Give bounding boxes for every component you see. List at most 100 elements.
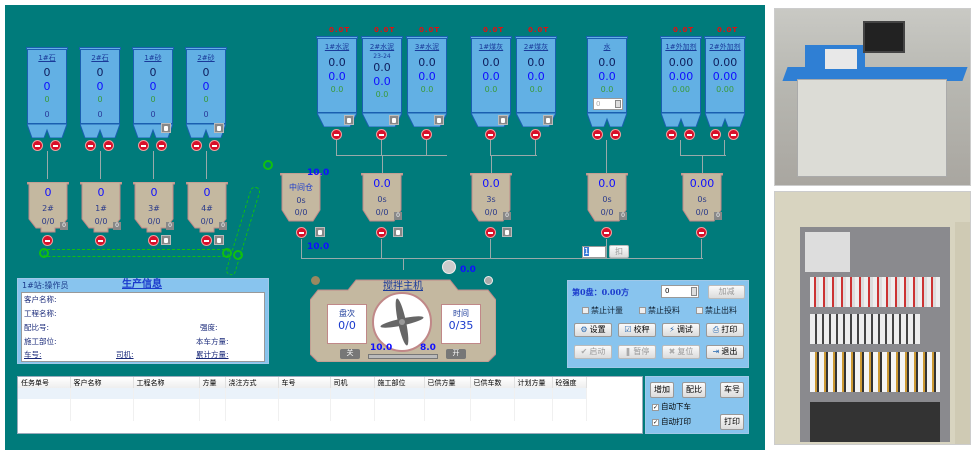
silo-name[interactable]: 3#水泥 [414, 43, 440, 51]
table-cell[interactable] [470, 399, 515, 410]
gate-icon[interactable] [161, 235, 171, 245]
table-cell[interactable] [424, 410, 471, 421]
info-driver[interactable]: 司机: [116, 350, 134, 359]
table-cell[interactable] [514, 410, 553, 421]
checkbox-2[interactable]: 禁止投料 [639, 306, 680, 316]
column-header[interactable]: 施工部位 [374, 377, 425, 388]
valve-icon[interactable] [696, 227, 707, 238]
table-cell[interactable] [225, 388, 279, 399]
table-cell[interactable] [374, 388, 425, 399]
silo-name[interactable]: 2#水泥 [369, 43, 395, 51]
spin-arrows-icon[interactable] [691, 287, 697, 296]
gate-icon[interactable] [161, 123, 171, 133]
mixer-close-button[interactable]: 关 [340, 349, 360, 359]
gate-icon[interactable] [344, 115, 354, 125]
valve-icon[interactable] [42, 235, 53, 246]
valve-icon[interactable] [209, 140, 220, 151]
valve-icon[interactable] [85, 140, 96, 151]
table-cell[interactable] [552, 388, 587, 399]
column-header[interactable]: 车号 [278, 377, 331, 388]
valve-icon[interactable] [201, 235, 212, 246]
column-header[interactable]: 已供方量 [424, 377, 471, 388]
table-row[interactable] [18, 410, 587, 421]
silo-name[interactable]: 2#砂 [197, 54, 215, 62]
table-cell[interactable] [70, 399, 134, 410]
mixer-title[interactable]: 搅拌主机 [383, 281, 423, 292]
truck-number-button[interactable]: 车号 [720, 382, 744, 398]
valve-icon[interactable] [148, 235, 159, 246]
table-cell[interactable] [514, 388, 553, 399]
valve-icon[interactable] [610, 129, 621, 140]
silo-name[interactable]: 1#石 [38, 54, 56, 62]
mix-ratio-button[interactable]: 配比 [682, 382, 706, 398]
add-sub-button[interactable]: 加减 [708, 285, 745, 299]
column-header[interactable]: 任务单号 [18, 377, 71, 388]
table-cell[interactable] [374, 399, 425, 410]
batch-spin-input[interactable]: 0 [661, 285, 699, 298]
print-button[interactable]: ⎙打印 [706, 323, 744, 337]
calibrate-button[interactable]: ☑校秤 [618, 323, 656, 337]
checkbox-box[interactable] [696, 307, 703, 314]
column-header[interactable]: 客户名称 [70, 377, 134, 388]
table-cell[interactable] [18, 388, 71, 399]
exit-button[interactable]: ⇥退出 [706, 345, 744, 359]
valve-icon[interactable] [156, 140, 167, 151]
silo-name[interactable]: 1#外加剂 [665, 43, 697, 51]
silo-name[interactable]: 2#石 [91, 54, 109, 62]
valve-icon[interactable] [485, 227, 496, 238]
valve-icon[interactable] [95, 235, 106, 246]
valve-icon[interactable] [592, 129, 603, 140]
x-button[interactable]: ✖复位 [662, 345, 700, 359]
check-button[interactable]: ✔启动 [574, 345, 612, 359]
table-cell[interactable] [330, 410, 375, 421]
table-cell[interactable] [133, 388, 200, 399]
gate-icon[interactable] [543, 115, 553, 125]
settings-button[interactable]: ⚙设置 [574, 323, 612, 337]
info-total[interactable]: 累计方量: [196, 350, 229, 359]
valve-icon[interactable] [376, 129, 387, 140]
debug-button[interactable]: ⚡调试 [662, 323, 700, 337]
table-cell[interactable] [374, 410, 425, 421]
column-header[interactable]: 司机 [330, 377, 375, 388]
silo-name[interactable]: 1#水泥 [324, 43, 350, 51]
table-cell[interactable] [330, 399, 375, 410]
valve-icon[interactable] [728, 129, 739, 140]
table-cell[interactable] [133, 410, 200, 421]
valve-icon[interactable] [32, 140, 43, 151]
pause-button[interactable]: ❚暂停 [618, 345, 656, 359]
silo-name[interactable]: 1#煤灰 [478, 43, 504, 51]
gate-icon[interactable] [214, 235, 224, 245]
valve-icon[interactable] [666, 129, 677, 140]
print-ticket-button[interactable]: 打印 [720, 414, 744, 430]
valve-icon[interactable] [485, 129, 496, 140]
gate-icon[interactable] [393, 227, 403, 237]
valve-icon[interactable] [710, 129, 721, 140]
table-cell[interactable] [199, 399, 226, 410]
table-cell[interactable] [225, 399, 279, 410]
table-cell[interactable] [278, 399, 331, 410]
table-cell[interactable] [424, 388, 471, 399]
gate-icon[interactable] [502, 227, 512, 237]
gate-icon[interactable] [498, 115, 508, 125]
valve-icon[interactable] [191, 140, 202, 151]
valve-icon[interactable] [684, 129, 695, 140]
silo-name[interactable]: 2#外加剂 [709, 43, 741, 51]
table-cell[interactable] [70, 410, 134, 421]
checkbox-auto-unload[interactable]: ✓自动下车 [652, 402, 691, 412]
checkbox-box[interactable] [639, 307, 646, 314]
add-task-button[interactable]: 增加 [650, 382, 674, 398]
column-header[interactable]: 方量 [199, 377, 226, 388]
gate-icon[interactable] [315, 227, 325, 237]
table-cell[interactable] [470, 410, 515, 421]
info-title[interactable]: 生产信息 [122, 279, 162, 290]
column-header[interactable]: 砼强度 [552, 377, 587, 388]
valve-icon[interactable] [103, 140, 114, 151]
deduct-input[interactable]: 1 [582, 246, 606, 258]
table-cell[interactable] [470, 388, 515, 399]
table-cell[interactable] [199, 410, 226, 421]
water-spin-input[interactable]: 0 [593, 98, 623, 110]
valve-icon[interactable] [376, 227, 387, 238]
checkbox-box[interactable] [582, 307, 589, 314]
silo-name[interactable]: 1#砂 [144, 54, 162, 62]
valve-icon[interactable] [530, 129, 541, 140]
